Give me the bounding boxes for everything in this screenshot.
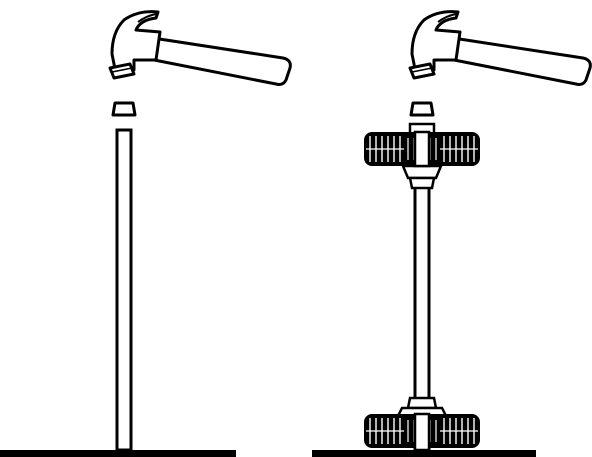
hammer-icon: [108, 10, 292, 87]
panel-left: [0, 10, 292, 457]
hammer-icon: [408, 10, 592, 87]
top-hub-lower: [408, 176, 436, 190]
bottom-hub-upper: [406, 396, 438, 410]
ground-left: [0, 450, 236, 457]
wheel-bottom: [364, 412, 480, 452]
wheel-top: [364, 130, 480, 168]
panel-right: [312, 10, 592, 457]
ground-right: [312, 450, 536, 457]
top-hub: [401, 164, 443, 180]
cap-icon: [409, 101, 435, 117]
rod: [115, 128, 133, 452]
cap-icon: [111, 101, 137, 117]
